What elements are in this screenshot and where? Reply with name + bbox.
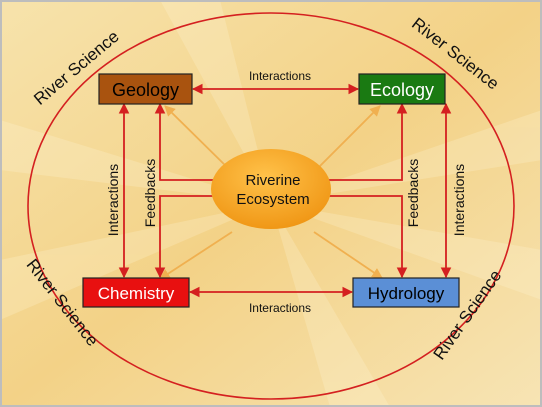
label-interactions-top: Interactions [249, 69, 311, 83]
node-geology-box [98, 73, 193, 105]
feedback-arrows [154, 102, 408, 279]
label-interactions-bottom: Interactions [249, 301, 311, 315]
feedback-right-upper [322, 102, 408, 181]
feedback-left-upper [154, 102, 220, 181]
feedback-right-lower [322, 195, 408, 279]
node-geology: Geology [98, 73, 193, 105]
node-ecology-label: Ecology [370, 80, 434, 100]
node-ecology: Ecology [358, 73, 446, 105]
node-hydrology: Hydrology [352, 277, 460, 308]
arrow-center-ecology [313, 105, 381, 173]
node-chemistry: Chemistry [82, 277, 190, 308]
label-interactions-left: Interactions [105, 164, 121, 236]
center-label-line1: Riverine [245, 172, 300, 189]
arrow-center-hydrology [313, 231, 383, 279]
label-feedbacks-right: Feedbacks [405, 159, 421, 227]
arrow-center-geology [164, 105, 233, 173]
node-ecology-box [358, 73, 446, 105]
node-hydrology-label: Hydrology [368, 284, 445, 303]
node-chemistry-label: Chemistry [98, 284, 175, 303]
arrow-center-chemistry [159, 231, 233, 280]
label-interactions-right: Interactions [451, 164, 467, 236]
feedback-left-lower [154, 195, 220, 279]
center-ellipse [211, 149, 331, 229]
node-hydrology-box [352, 277, 460, 308]
label-feedbacks-left: Feedbacks [142, 159, 158, 227]
node-chemistry-box [82, 277, 190, 308]
node-geology-label: Geology [112, 80, 179, 100]
node-riverine-ecosystem: Riverine Ecosystem [211, 149, 331, 229]
center-label-line2: Ecosystem [236, 191, 309, 208]
interaction-arrows [118, 83, 452, 298]
center-arrows [159, 105, 383, 280]
river-science-ring [27, 12, 515, 400]
